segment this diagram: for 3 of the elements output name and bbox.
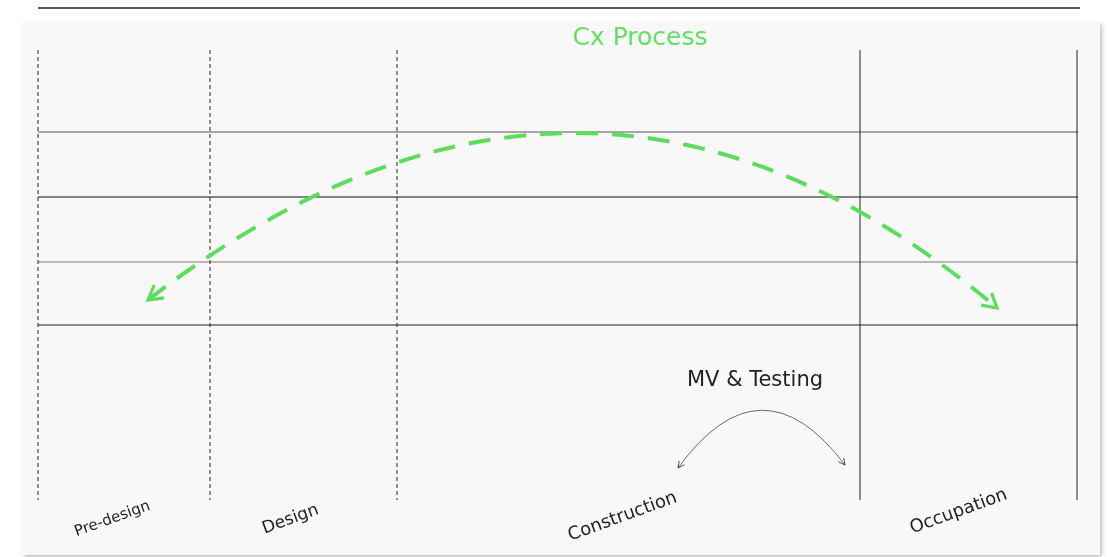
annotation-text: MV & Testing [687,367,823,391]
diagram-title: Cx Process [572,22,708,51]
phase-label: Design [259,498,321,538]
